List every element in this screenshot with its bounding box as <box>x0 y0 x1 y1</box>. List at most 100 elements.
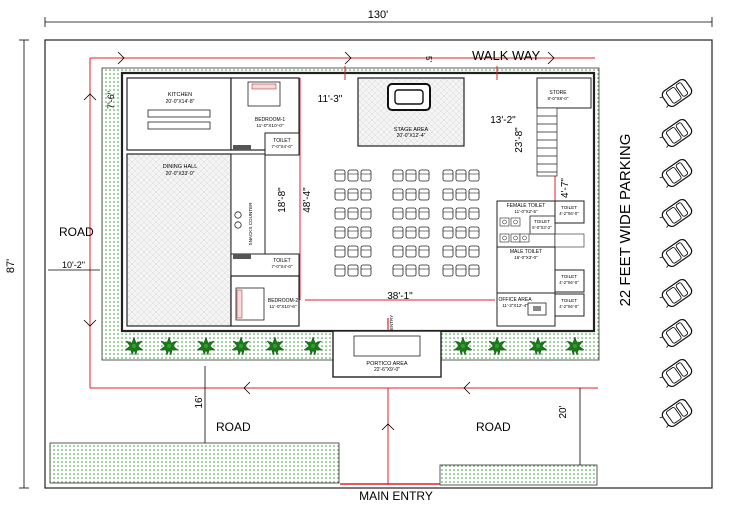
seat <box>455 169 467 182</box>
seat <box>405 169 417 182</box>
seat <box>455 207 467 220</box>
toilet-2-label: TOILET <box>273 258 290 264</box>
kitchen-room: KITCHEN 20'-0"X14'-8" <box>126 77 232 151</box>
seat <box>360 264 372 277</box>
left-road-dimension: 10'-2" <box>48 260 100 271</box>
parking-cars <box>657 76 695 431</box>
seat <box>468 264 480 277</box>
seat <box>418 188 430 201</box>
stage-label: STAGE AREA <box>394 127 429 133</box>
store-size: 8'-0"X8'-0" <box>548 96 569 101</box>
toilet-f1-room: TOILET 4'-2"X6'-0" <box>554 200 585 224</box>
seat <box>334 169 346 182</box>
seat <box>455 226 467 239</box>
seat <box>392 245 404 258</box>
toilet-m2-label: TOILET <box>561 298 577 303</box>
seat <box>347 264 359 277</box>
seat <box>360 226 372 239</box>
seat <box>442 226 454 239</box>
dining-hall-label: DINING HALL <box>163 164 198 170</box>
seat <box>455 245 467 258</box>
left-road-label: 10'-2" <box>62 260 85 270</box>
toilet-f2-size: 5'-0"X3'-2" <box>532 225 552 230</box>
seat <box>392 169 404 182</box>
snacks-counter: SNACKS COUNTER <box>230 153 266 255</box>
parked-car-icon <box>657 276 695 311</box>
seat <box>468 188 480 201</box>
seat <box>405 207 417 220</box>
toilet-1-size: 7'-0"X4'-0" <box>272 144 293 149</box>
seat <box>405 226 417 239</box>
seat <box>418 226 430 239</box>
hall-width-label: 38'-1" <box>387 291 413 302</box>
seat <box>360 245 372 258</box>
female-toilet-label: FEMALE TOILET <box>507 203 546 209</box>
seat <box>405 245 417 258</box>
hall-depth-label: 48'-4" <box>302 187 313 213</box>
road-left-label: ROAD <box>59 225 94 239</box>
seat <box>360 207 372 220</box>
seat <box>442 188 454 201</box>
parked-car-icon <box>657 76 695 111</box>
dining-hall-room: DINING HALL 20'-0"X33'-0" <box>126 153 232 327</box>
seat <box>360 188 372 201</box>
overall-width-dimension: 130' <box>44 9 713 27</box>
office-size: 11'-3"X12'-4" <box>502 303 528 308</box>
entry-marker-label: ENTRY <box>389 315 394 330</box>
seat <box>418 169 430 182</box>
seat <box>392 264 404 277</box>
seat <box>347 188 359 201</box>
toilet-m2-size: 4'-2"X6'-0" <box>559 304 579 309</box>
seat <box>360 169 372 182</box>
portico-area: PORTICO AREA 22'-6"X9'-0" <box>332 330 442 378</box>
bedroom-1-label: BEDROOM-1 <box>255 117 286 123</box>
road-bottom-left-label: ROAD <box>216 420 251 434</box>
male-toilet-room: MALE TOILET 16'-0"X3'-0" <box>496 233 585 294</box>
bedroom-2-room: BEDROOM-2 11'-0"X10'-6" <box>230 275 300 327</box>
toilet-f2-label: TOILET <box>534 219 550 224</box>
counter-height-label: 18'-8" <box>277 187 288 213</box>
office-area: OFFICE AREA 11'-3"X12'-4" <box>496 292 556 327</box>
seat <box>347 245 359 258</box>
bedroom-2-label: BEDROOM-2 <box>268 298 299 304</box>
stage-area: STAGE AREA 20'-0"X12'-4" <box>357 77 465 147</box>
seat <box>347 226 359 239</box>
seat <box>334 207 346 220</box>
main-entry: MAIN ENTRY <box>340 483 440 503</box>
male-toilet-size: 16'-0"X3'-0" <box>514 255 538 260</box>
overall-depth-label: 87' <box>5 259 17 273</box>
seat <box>442 245 454 258</box>
seat <box>442 207 454 220</box>
male-toilet-label: MALE TOILET <box>510 249 542 255</box>
overall-width-label: 130' <box>368 9 388 21</box>
walkway-label: WALK WAY <box>472 48 540 63</box>
seat <box>334 188 346 201</box>
seat <box>455 188 467 201</box>
seat <box>392 226 404 239</box>
seat <box>334 226 346 239</box>
toilet-m2-room: TOILET 4'-2"X6'-0" <box>554 293 585 317</box>
seat <box>468 207 480 220</box>
stage-right-label: 4'-7" <box>560 178 571 198</box>
parked-car-icon <box>657 156 695 191</box>
parked-car-icon <box>657 316 695 351</box>
office-label: OFFICE AREA <box>498 297 532 303</box>
parked-car-icon <box>657 116 695 151</box>
seat <box>468 226 480 239</box>
parked-car-icon <box>657 396 695 431</box>
female-toilet-size: 11'-0"X2'-5" <box>514 209 537 214</box>
toilet-1-label: TOILET <box>273 138 290 144</box>
seat <box>405 188 417 201</box>
toilet-f1-label: TOILET <box>561 205 577 210</box>
portico-size: 22'-6"X9'-0" <box>374 367 400 373</box>
toilet-2-size: 7'-0"X4'-0" <box>272 264 293 269</box>
hall-top-left-label: 11'-3" <box>318 94 343 105</box>
walkway-gap-label: 5' <box>424 56 433 62</box>
seat <box>442 264 454 277</box>
seat <box>392 188 404 201</box>
front-lawn-left <box>49 442 340 484</box>
toilet-m1-size: 4'-2"X6'-0" <box>559 280 579 285</box>
front-right-label: 20' <box>558 405 569 418</box>
seat <box>347 169 359 182</box>
